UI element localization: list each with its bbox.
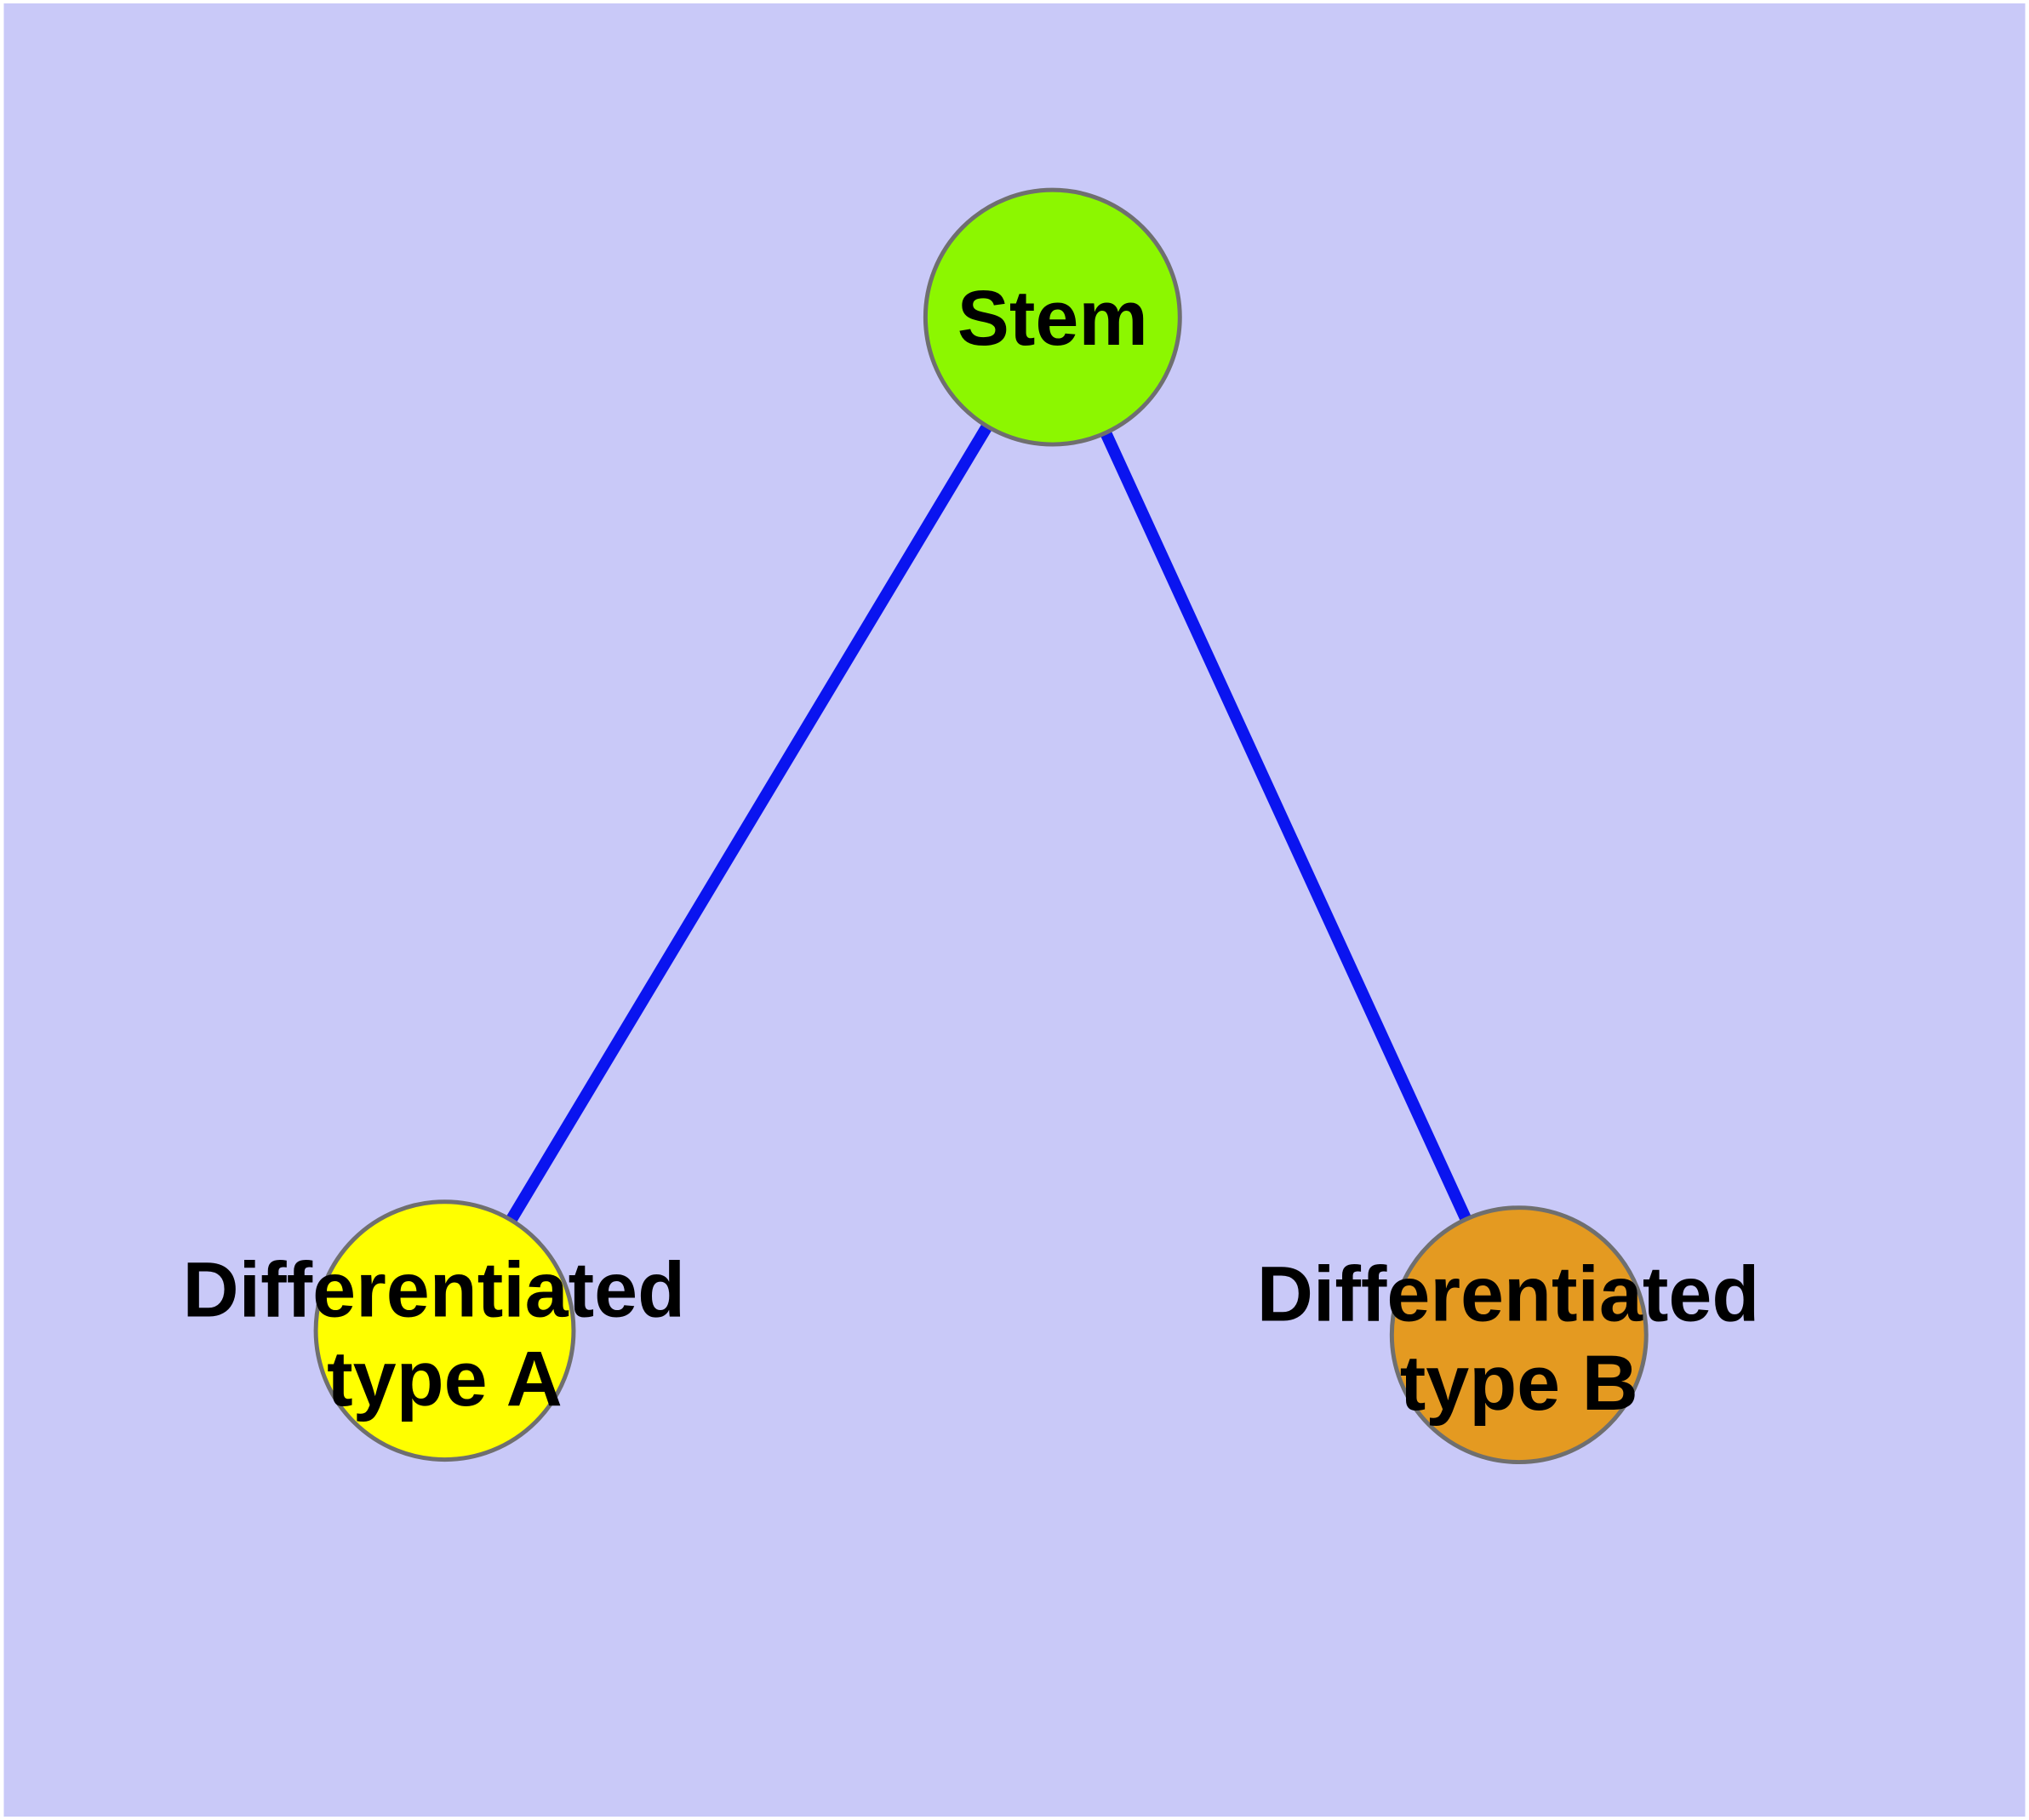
edge-stem-to-type-b <box>1047 314 1525 1338</box>
node-differentiated-type-b-label: Differentiated type B <box>1257 1251 1781 1427</box>
node-differentiated-type-a-label-line2: type A <box>327 1336 563 1422</box>
stem-cell-differentiation-diagram: Stem Differentiated type A Differentiate… <box>3 3 2026 1817</box>
node-differentiated-type-a-label: Differentiated type A <box>182 1247 706 1422</box>
diagram-frame: Stem Differentiated type A Differentiate… <box>3 3 2026 1817</box>
node-differentiated-type-b <box>1389 1205 1649 1465</box>
node-differentiated-type-a <box>313 1199 576 1462</box>
node-stem <box>923 187 1182 447</box>
node-differentiated-type-b-label-line1: Differentiated <box>1257 1251 1760 1338</box>
edge-stem-to-type-a <box>439 314 1058 1334</box>
node-stem-label-line: Stem <box>957 275 1148 362</box>
node-stem-label: Stem <box>957 275 1148 362</box>
node-differentiated-type-b-label-line2: type B <box>1400 1340 1638 1427</box>
node-differentiated-type-a-label-line1: Differentiated <box>182 1247 685 1334</box>
